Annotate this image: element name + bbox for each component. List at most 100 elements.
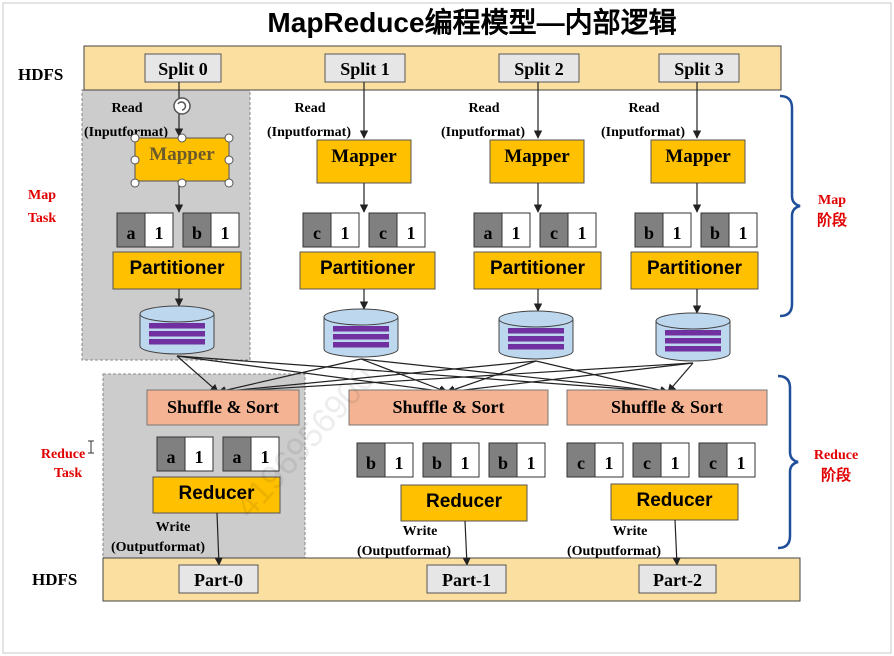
map-value-cell-2-1 [567, 212, 597, 248]
map-phase-label-1: Map [818, 193, 846, 208]
reduce-key-2-2: c [709, 453, 717, 473]
split-box-2 [498, 53, 580, 83]
read-label-0: Read [111, 101, 142, 116]
shuffle-arrow-0-1 [176, 355, 448, 396]
disk-stripe-2-1 [508, 336, 564, 342]
reduce-key-1-0: b [366, 453, 376, 473]
map-value-0-0: 1 [155, 223, 164, 243]
map-value-1-0: 1 [341, 223, 350, 243]
partitioner-label-0: Partitioner [129, 258, 225, 279]
shuffle-arrow-3-0 [217, 362, 694, 396]
shuffle-arrow-0-0 [176, 355, 219, 393]
map-key-2-1: c [550, 223, 558, 243]
disk-top-3 [655, 312, 731, 330]
reduce-phase-label-1: Reduce [814, 448, 858, 463]
reduce-key-cell-1-0 [356, 442, 386, 478]
mapper-label-1: Mapper [331, 146, 397, 167]
reduce-task-label-2: Task [54, 466, 83, 481]
partitioner-label-3: Partitioner [647, 258, 743, 279]
map-key-cell-1-0 [302, 212, 332, 248]
partitioner-box-3 [630, 251, 759, 290]
reduce-value-cell-2-0 [594, 442, 624, 478]
shuffle-arrow-1-1 [360, 358, 448, 394]
split-box-0 [144, 53, 222, 83]
reduce-key-0-0: a [167, 447, 176, 467]
reduce-key-cell-0-1 [222, 436, 252, 472]
disk-top-0 [139, 305, 215, 323]
shuffle-arrow-2-2 [535, 360, 669, 395]
map-task-label-1: Map [28, 188, 56, 203]
reduce-value-1-1: 1 [461, 453, 470, 473]
split-box-3 [658, 53, 740, 83]
shuffle-label-0: Shuffle & Sort [167, 397, 279, 417]
reducer-box-0 [152, 476, 281, 514]
map-key-cell-2-1 [539, 212, 569, 248]
disk-stripe-1-2 [333, 342, 389, 348]
reduce-key-1-2: b [498, 453, 508, 473]
map-key-0-1: b [192, 223, 202, 243]
arrow-reducer-to-part-2 [672, 519, 681, 566]
map-key-cell-0-1 [182, 212, 212, 248]
mapper-label-0: Mapper [149, 144, 215, 165]
shuffle-arrow-2-1 [446, 360, 537, 394]
map-value-cell-2-0 [501, 212, 531, 248]
reduce-value-0-0: 1 [195, 447, 204, 467]
map-phase-label-2: 阶段 [817, 211, 847, 229]
split-box-1 [324, 53, 406, 83]
selection-handle-2 [224, 133, 234, 143]
reduce-task-label-1: Reduce [41, 447, 85, 462]
inputformat-label-2: (Inputformat) [441, 125, 525, 140]
mapper-label-3: Mapper [665, 146, 731, 167]
part-box-2 [638, 564, 717, 594]
map-key-cell-3-0 [634, 212, 664, 248]
write-label-1: Write [403, 524, 438, 539]
rotate-arrow-icon [177, 101, 187, 111]
map-value-2-1: 1 [578, 223, 587, 243]
disk-stripe-0-0 [149, 323, 205, 329]
read-label-3: Read [628, 101, 659, 116]
shuffle-label-2: Shuffle & Sort [611, 397, 723, 417]
selection-handle-7 [224, 178, 234, 188]
disk-stripe-3-2 [665, 346, 721, 352]
arrow-reducer-to-part-1 [462, 520, 471, 566]
map-value-cell-1-1 [396, 212, 426, 248]
reduce-value-cell-1-0 [384, 442, 414, 478]
map-task-label-2: Task [28, 211, 57, 226]
part-box-1 [426, 564, 507, 594]
part-label-2: Part-2 [653, 570, 702, 590]
reduce-value-2-1: 1 [671, 453, 680, 473]
part-label-0: Part-0 [194, 570, 243, 590]
disk-stripe-2-0 [508, 328, 564, 334]
shuffle-label-1: Shuffle & Sort [393, 397, 505, 417]
partitioner-box-2 [473, 251, 602, 290]
reduce-value-cell-0-1 [250, 436, 280, 472]
map-value-0-1: 1 [221, 223, 230, 243]
map-value-cell-1-0 [330, 212, 360, 248]
reduce-key-cell-1-1 [422, 442, 452, 478]
page-title: MapReduce编程模型—内部逻辑 [267, 6, 676, 38]
inputformat-label-1: (Inputformat) [267, 125, 351, 140]
selection-handle-5 [130, 178, 140, 188]
reduce-value-2-2: 1 [737, 453, 746, 473]
reduce-key-2-1: c [643, 453, 651, 473]
reduce-key-0-1: a [233, 447, 242, 467]
outputformat-label-2: (Outputformat) [567, 544, 661, 559]
map-value-1-1: 1 [407, 223, 416, 243]
map-key-1-1: c [379, 223, 387, 243]
map-value-cell-0-1 [210, 212, 240, 248]
outputformat-label-0: (Outputformat) [111, 540, 205, 555]
reducer-box-2 [610, 483, 739, 521]
map-key-3-0: b [644, 223, 654, 243]
inputformat-label-3: (Inputformat) [601, 125, 685, 140]
split-label-2: Split 2 [514, 59, 564, 79]
selection-handle-0 [130, 133, 140, 143]
mapper-box-1 [316, 139, 412, 184]
reduce-value-cell-0-0 [184, 436, 214, 472]
shuffle-arrow-2-0 [217, 360, 537, 396]
map-key-1-0: c [313, 223, 321, 243]
shuffle-arrow-3-1 [446, 362, 694, 396]
arrow-reducer-to-part-0 [214, 512, 223, 566]
map-key-2-0: a [484, 223, 493, 243]
reducer-label-0: Reducer [178, 483, 255, 504]
